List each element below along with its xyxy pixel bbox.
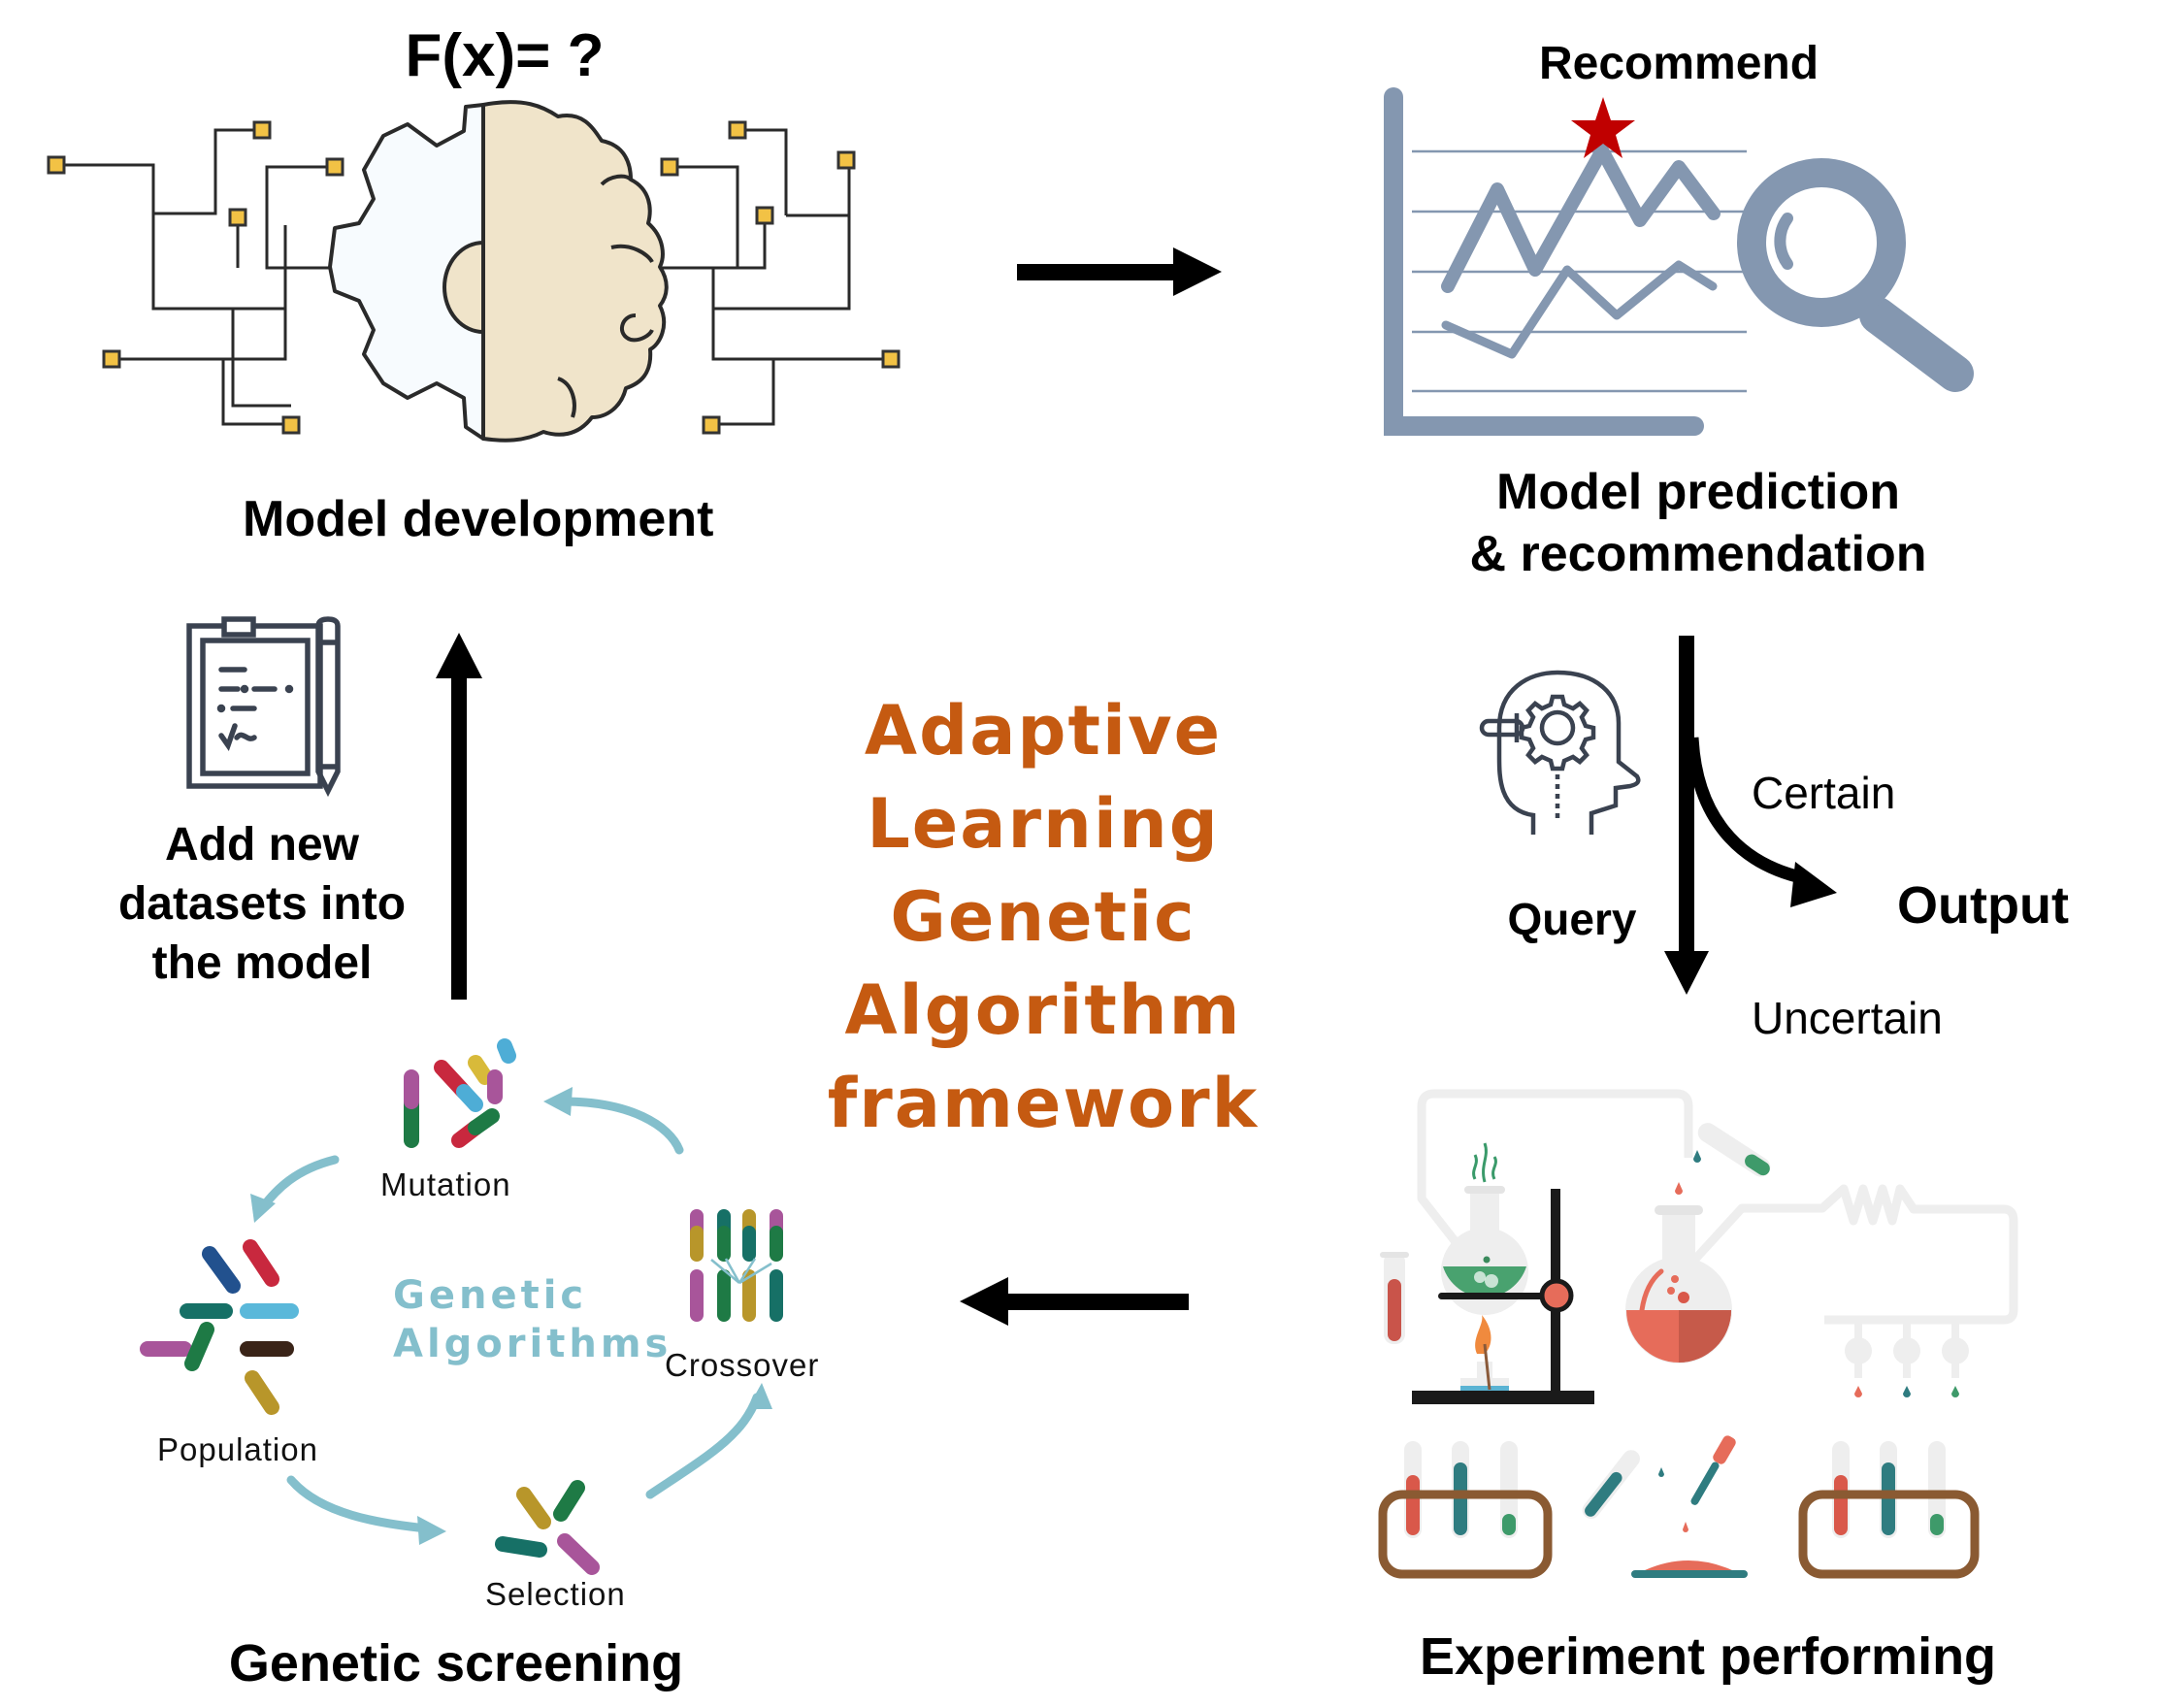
test-tube-rack-right (1798, 1441, 1980, 1579)
chart-series-main (1441, 144, 1721, 293)
formula-label: F(x)= ? (405, 22, 605, 89)
framework-title-line3: framework (827, 1064, 1260, 1143)
genetic-algorithms-title-line2: Algorithms (393, 1322, 672, 1366)
add-datasets-label: Add new datasets into the model (78, 815, 446, 993)
lab-equipment-icon (1378, 1089, 2018, 1579)
chart-series-secondary (1441, 260, 1718, 359)
arrow-curved-certain (1686, 737, 1837, 907)
cycle-arrow-selection-to-crossover (645, 1393, 762, 1499)
dropper-and-dish (1582, 1435, 1748, 1578)
framework-title: Adaptive Learning Genetic Algorithm fram… (679, 684, 1407, 1150)
arrow-right (1017, 247, 1222, 296)
genetic-algorithms-title-line1: Genetic (393, 1273, 588, 1318)
model-prediction-label: Model prediction & recommendation (1388, 461, 2009, 585)
ga-step-population: Population (157, 1431, 318, 1467)
output-label: Output (1897, 876, 2069, 935)
cycle-arrow-crossover-to-mutation (558, 1097, 684, 1155)
ga-step-mutation: Mutation (380, 1166, 511, 1202)
cycle-arrow-population-to-selection (286, 1475, 432, 1533)
model-prediction-line1: Model prediction (1496, 464, 1900, 520)
brain-gear-circuit-icon (47, 100, 901, 443)
add-datasets-line3: the model (151, 937, 373, 989)
arrow-left (960, 1277, 1189, 1326)
arrow-down-uncertain (1664, 636, 1709, 995)
model-development-label: Model development (243, 491, 714, 547)
model-prediction-line2: & recommendation (1469, 526, 1927, 582)
add-datasets-line1: Add new (165, 819, 359, 870)
add-datasets-line2: datasets into (117, 878, 407, 930)
uncertain-label: Uncertain (1752, 993, 1943, 1043)
recommend-label: Recommend (1538, 38, 1819, 89)
magnifier-icon (1737, 158, 1974, 392)
genetic-algorithms-title: Genetic Algorithms (393, 1271, 672, 1368)
ga-step-selection: Selection (485, 1576, 626, 1612)
certain-label: Certain (1752, 768, 1896, 818)
clipboard-pencil-icon (186, 616, 341, 798)
genetic-algorithm-cycle-icon (140, 1038, 783, 1575)
framework-title-line1: Adaptive Learning (864, 691, 1223, 864)
line-chart-magnifier-icon (1384, 87, 1974, 436)
ga-step-crossover: Crossover (665, 1347, 820, 1383)
cycle-arrow-mutation-to-population (257, 1155, 340, 1213)
head-gear-icon (1479, 670, 1641, 835)
experiment-performing-label: Experiment performing (1419, 1627, 1997, 1686)
query-label: Query (1507, 894, 1637, 944)
genetic-screening-label: Genetic screening (228, 1634, 684, 1692)
test-tube-rack-left (1378, 1441, 1553, 1579)
recommend-star-icon (1571, 97, 1635, 158)
framework-title-line2: Genetic Algorithm (844, 877, 1242, 1050)
arrow-up (436, 633, 482, 1000)
